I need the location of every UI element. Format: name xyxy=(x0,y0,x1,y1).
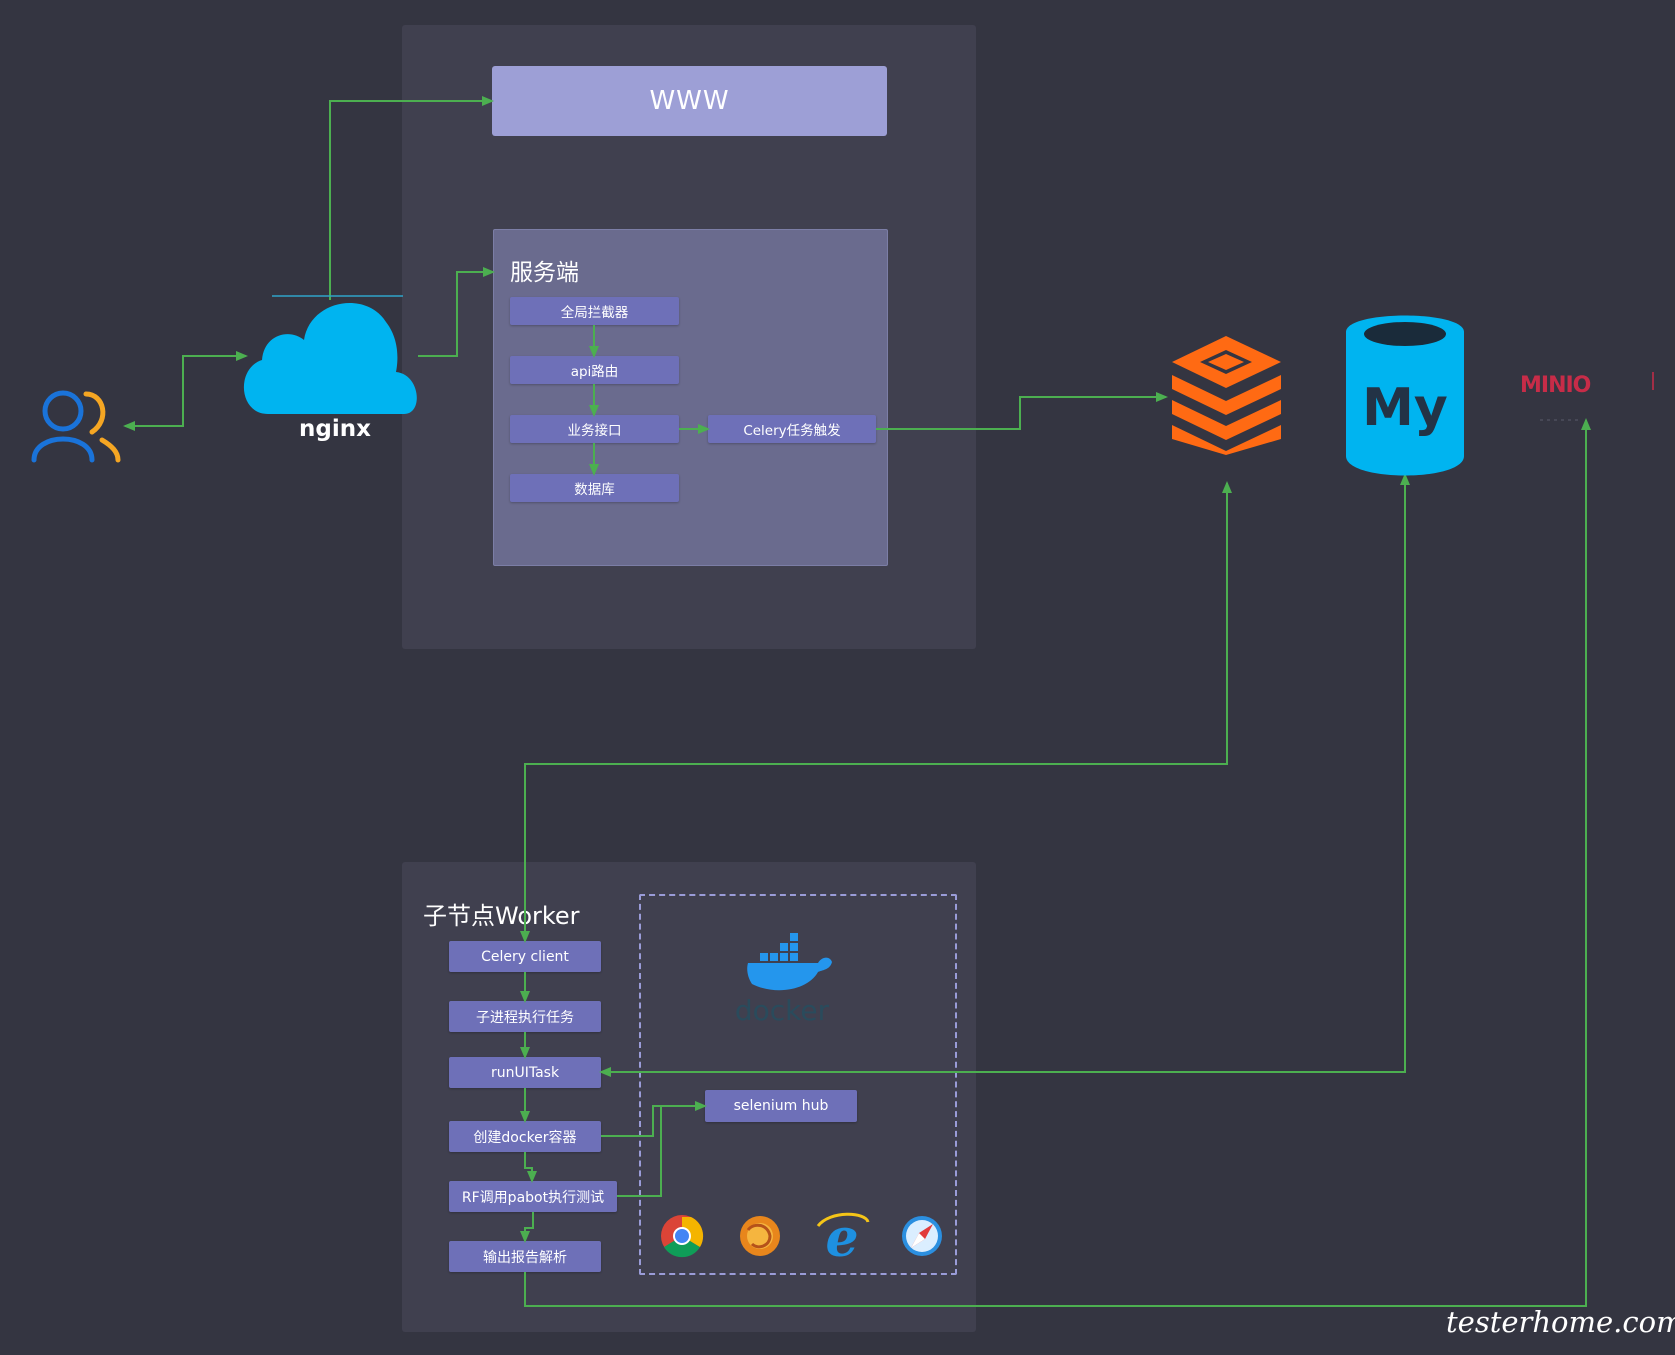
chrome-icon xyxy=(661,1215,704,1258)
celery-client-node[interactable]: Celery client xyxy=(449,941,601,972)
svg-text:MINIO: MINIO xyxy=(1520,373,1591,398)
firefox-icon xyxy=(740,1216,780,1256)
business-api-node[interactable]: 业务接口 xyxy=(510,415,679,443)
minio-icon: MINIO xyxy=(1520,372,1654,421)
www-node[interactable]: WWW xyxy=(492,66,887,136)
users-nginx-arrow xyxy=(123,351,248,431)
subprocess-task-node[interactable]: 子进程执行任务 xyxy=(449,1001,601,1032)
mysql-icon: My xyxy=(1346,315,1464,476)
cloud-icon xyxy=(243,295,417,414)
nginx-label: nginx xyxy=(299,416,371,442)
create-selenium-arrow xyxy=(601,1101,707,1137)
report-minio-arrow xyxy=(524,418,1591,1307)
redis-icon xyxy=(1172,336,1281,455)
rf-report-arrow xyxy=(520,1212,534,1243)
celery-trigger-node[interactable]: Celery任务触发 xyxy=(708,415,876,443)
watermark: testerhome.com xyxy=(1446,1305,1675,1339)
users-icon xyxy=(31,390,121,463)
safari-icon xyxy=(902,1216,942,1256)
nginx-www-arrow xyxy=(329,96,494,300)
mysql-runuitask-arrow xyxy=(599,473,1410,1077)
celery-redis-arrow xyxy=(876,392,1168,430)
create-container-node[interactable]: 创建docker容器 xyxy=(449,1121,601,1152)
redis-worker-arrow xyxy=(520,481,1232,943)
report-parse-node[interactable]: 输出报告解析 xyxy=(449,1241,601,1272)
global-interceptor-node[interactable]: 全局拦截器 xyxy=(510,297,679,325)
rf-selenium-arrow xyxy=(617,1105,705,1197)
api-router-node[interactable]: api路由 xyxy=(510,356,679,384)
ie-icon: e xyxy=(816,1208,870,1269)
docker-icon: docker xyxy=(735,933,832,1027)
svg-text:docker: docker xyxy=(735,994,830,1027)
nginx-server-arrow xyxy=(418,267,495,357)
svg-text:My: My xyxy=(1362,378,1448,438)
rf-pabot-node[interactable]: RF调用pabot执行测试 xyxy=(449,1181,617,1212)
selenium-hub-node[interactable]: selenium hub xyxy=(705,1090,857,1122)
run-ui-task-node[interactable]: runUITask xyxy=(449,1057,601,1088)
server-title: 服务端 xyxy=(510,260,579,286)
create-rf-arrow xyxy=(524,1152,537,1183)
